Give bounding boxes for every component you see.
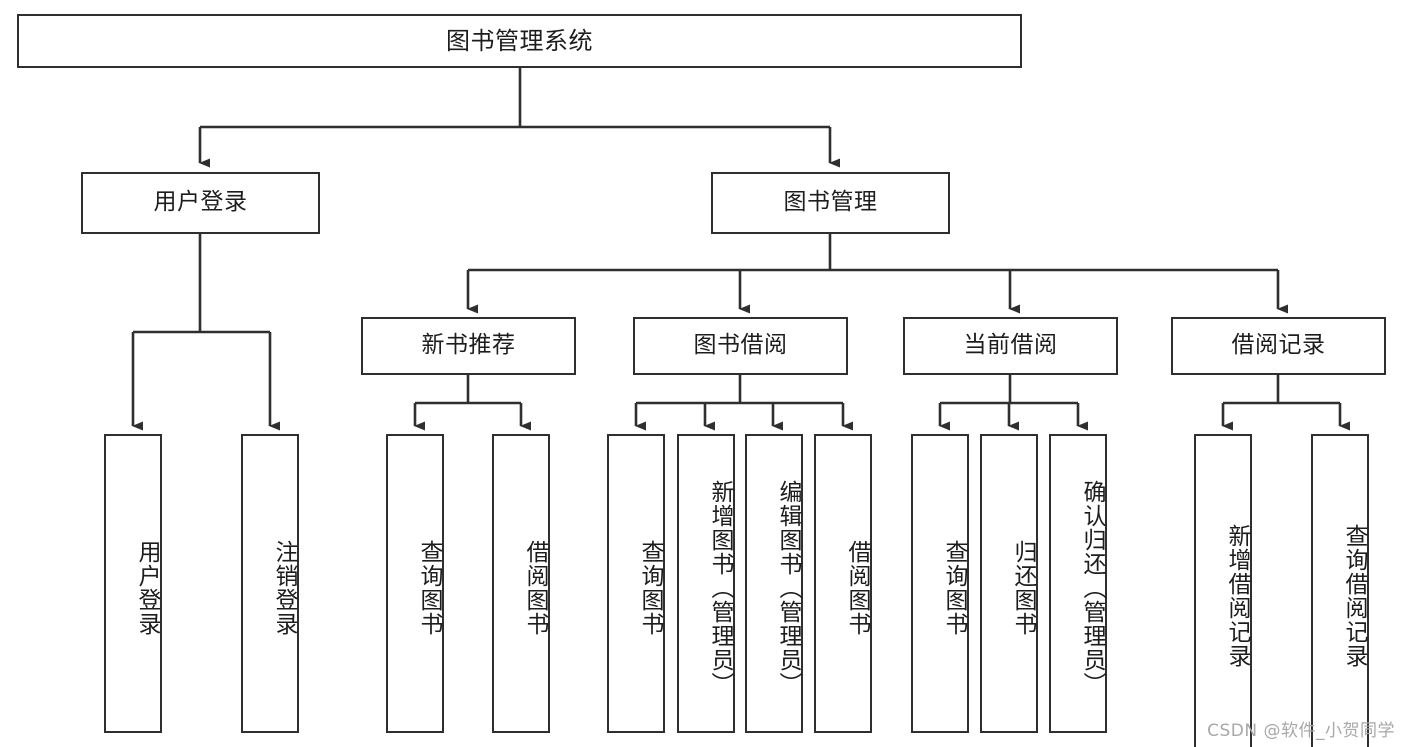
node-new-book-recommend[interactable]: 新书推荐 — [361, 317, 576, 375]
node-borrow-record-label: 借阅记录 — [1231, 332, 1326, 359]
leaf-user-login-0[interactable]: 用户登录 — [104, 434, 162, 733]
leaf-label: 确认归还（管理员） — [1079, 479, 1105, 696]
leaf-borrow-record-0[interactable]: 新增借阅记录 — [1194, 434, 1252, 747]
leaf-current-borrow-1[interactable]: 归还图书 — [980, 434, 1038, 733]
node-current-borrow-label: 当前借阅 — [963, 332, 1058, 359]
leaf-user-login-1[interactable]: 注销登录 — [241, 434, 299, 733]
node-book-borrow[interactable]: 图书借阅 — [633, 317, 848, 375]
leaf-current-borrow-0[interactable]: 查询图书 — [911, 434, 969, 733]
node-book-manage-label: 图书管理 — [783, 189, 878, 216]
node-book-manage[interactable]: 图书管理 — [711, 172, 950, 234]
leaf-book-borrow-0[interactable]: 查询图书 — [607, 434, 665, 733]
node-book-borrow-label: 图书借阅 — [693, 332, 788, 359]
leaf-label: 归还图书 — [1010, 539, 1036, 636]
leaf-book-borrow-3[interactable]: 借阅图书 — [814, 434, 872, 733]
leaf-label: 借阅图书 — [844, 539, 870, 636]
leaf-book-borrow-2[interactable]: 编辑图书（管理员） — [745, 434, 803, 733]
node-user-login-label: 用户登录 — [153, 189, 248, 216]
node-root-label: 图书管理系统 — [446, 26, 593, 55]
watermark: CSDN @软件_小贺同学 — [1207, 721, 1395, 741]
leaf-label: 新增图书（管理员） — [707, 479, 733, 696]
leaf-label: 编辑图书（管理员） — [775, 479, 801, 696]
leaf-label: 查询图书 — [637, 539, 663, 636]
leaf-label: 新增借阅记录 — [1224, 523, 1250, 668]
leaf-label: 借阅图书 — [522, 539, 548, 636]
leaf-borrow-record-1[interactable]: 查询借阅记录 — [1311, 434, 1369, 747]
leaf-book-borrow-1[interactable]: 新增图书（管理员） — [677, 434, 735, 733]
leaf-new-book-recommend-1[interactable]: 借阅图书 — [492, 434, 550, 733]
node-current-borrow[interactable]: 当前借阅 — [903, 317, 1118, 375]
leaf-new-book-recommend-0[interactable]: 查询图书 — [386, 434, 444, 733]
leaf-label: 注销登录 — [271, 539, 297, 636]
leaf-label: 用户登录 — [134, 539, 160, 636]
leaf-label: 查询借阅记录 — [1341, 523, 1367, 668]
node-root[interactable]: 图书管理系统 — [17, 14, 1022, 68]
leaf-label: 查询图书 — [941, 539, 967, 636]
leaf-label: 查询图书 — [416, 539, 442, 636]
node-new-book-recommend-label: 新书推荐 — [421, 332, 516, 359]
node-user-login[interactable]: 用户登录 — [81, 172, 320, 234]
node-borrow-record[interactable]: 借阅记录 — [1171, 317, 1386, 375]
leaf-current-borrow-2[interactable]: 确认归还（管理员） — [1049, 434, 1107, 733]
